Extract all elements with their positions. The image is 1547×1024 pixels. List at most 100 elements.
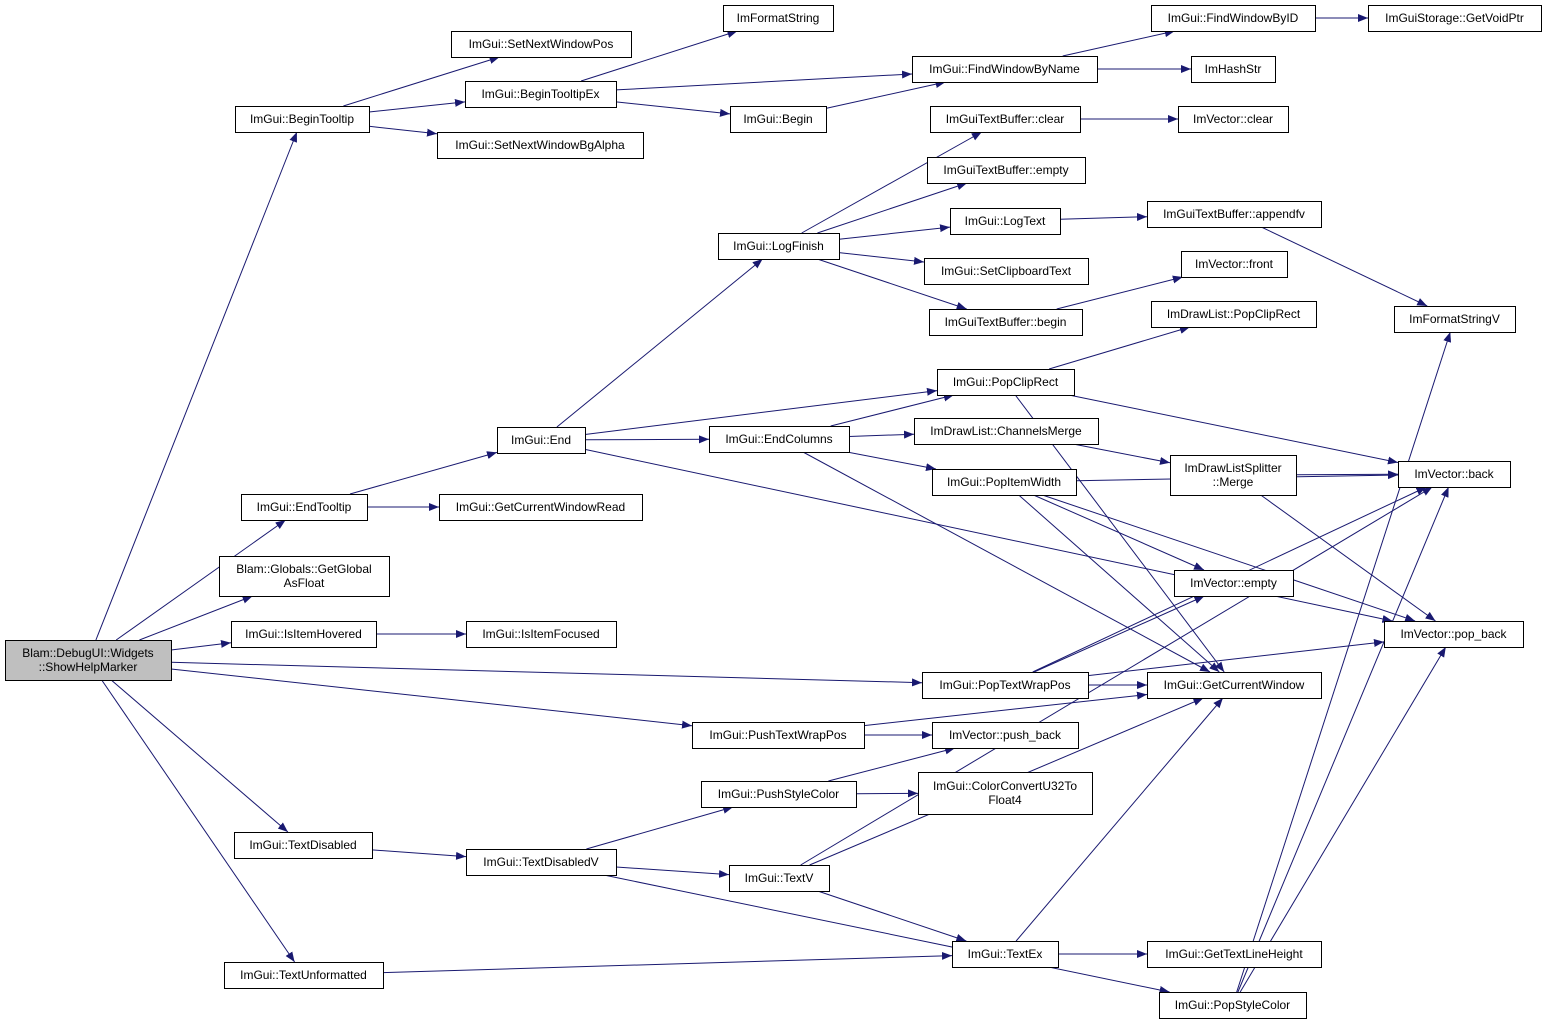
node-SetNextWindowBgAlpha[interactable]: ImGui::SetNextWindowBgAlpha — [437, 132, 644, 159]
node-label: ImGuiTextBuffer::empty — [943, 163, 1068, 177]
node-label: ImVector::front — [1195, 257, 1274, 271]
node-Vempty[interactable]: ImVector::empty — [1174, 570, 1294, 597]
edge-line — [1059, 213, 1148, 221]
node-box — [1147, 941, 1322, 968]
edge-line — [584, 435, 710, 444]
node-TBclear[interactable]: ImGuiTextBuffer::clear — [930, 106, 1081, 133]
node-label: ImGui::PopTextWrapPos — [939, 678, 1070, 692]
node-label: ImGui::GetTextLineHeight — [1165, 947, 1303, 961]
node-ImFormatString[interactable]: ImFormatString — [723, 5, 834, 32]
node-BeginTooltipEx[interactable]: ImGui::BeginTooltipEx — [465, 81, 617, 108]
node-TBbegin[interactable]: ImGuiTextBuffer::begin — [929, 309, 1083, 336]
edge-LogText-to-appendfv — [1059, 213, 1148, 221]
node-PushTextWrapPos[interactable]: ImGui::PushTextWrapPos — [692, 722, 865, 749]
edge-line — [846, 451, 937, 472]
node-PushStyleColor[interactable]: ImGui::PushStyleColor — [701, 781, 857, 808]
node-EndColumns[interactable]: ImGui::EndColumns — [709, 426, 850, 453]
node-Begin[interactable]: ImGui::Begin — [730, 106, 827, 133]
node-IsItemFocused[interactable]: ImGui::IsItemFocused — [466, 621, 617, 648]
node-PopItemWidth[interactable]: ImGui::PopItemWidth — [932, 469, 1077, 496]
node-label: ::Merge — [1213, 475, 1254, 489]
node-DLPopClipRect[interactable]: ImDrawList::PopClipRect — [1151, 301, 1317, 328]
node-label: ImGui::TextEx — [968, 947, 1043, 961]
node-label: ImFormatStringV — [1409, 312, 1500, 326]
node-GetTextLineHeight[interactable]: ImGui::GetTextLineHeight — [1147, 941, 1322, 968]
node-push_back[interactable]: ImVector::push_back — [932, 722, 1079, 749]
edge-LogFinish-to-TBempty — [817, 182, 968, 234]
node-box — [219, 556, 390, 597]
node-TextDisabled[interactable]: ImGui::TextDisabled — [234, 832, 373, 859]
node-root[interactable]: Blam::DebugUI::Widgets::ShowHelpMarker — [5, 640, 172, 681]
node-box — [1181, 251, 1288, 278]
node-ImFormatStringV[interactable]: ImFormatStringV — [1394, 306, 1516, 333]
node-box — [918, 772, 1093, 815]
edge-TextUnformatted-to-TextEx — [382, 951, 953, 974]
node-pop_back[interactable]: ImVector::pop_back — [1384, 621, 1524, 648]
node-TBempty[interactable]: ImGuiTextBuffer::empty — [927, 157, 1086, 184]
node-box — [937, 369, 1075, 396]
node-BeginTooltip[interactable]: ImGui::BeginTooltip — [235, 106, 370, 133]
node-box — [497, 427, 586, 454]
edge-line — [139, 595, 253, 641]
nodes-layer: Blam::DebugUI::Widgets::ShowHelpMarkerIm… — [5, 5, 1542, 1019]
node-LogText[interactable]: ImGui::LogText — [950, 208, 1061, 235]
node-EndTooltip[interactable]: ImGui::EndTooltip — [241, 494, 368, 521]
node-GetVoidPtr[interactable]: ImGuiStorage::GetVoidPtr — [1368, 5, 1542, 32]
node-label: ImGui::LogFinish — [733, 239, 824, 253]
node-box — [1398, 461, 1511, 488]
edge-line — [800, 486, 1433, 866]
node-TextEx[interactable]: ImGui::TextEx — [952, 941, 1059, 968]
edge-line — [95, 131, 298, 641]
node-GetCurrentWindow[interactable]: ImGui::GetCurrentWindow — [1147, 672, 1322, 699]
node-box — [1191, 56, 1276, 83]
node-IsItemHovered[interactable]: ImGui::IsItemHovered — [231, 621, 377, 648]
node-label: ImDrawList::PopClipRect — [1167, 307, 1301, 321]
edge-line — [615, 70, 913, 91]
node-TextV[interactable]: ImGui::TextV — [729, 865, 830, 892]
node-End[interactable]: ImGui::End — [497, 427, 586, 454]
node-PopClipRect[interactable]: ImGui::PopClipRect — [937, 369, 1075, 396]
node-label: ImGuiTextBuffer::appendfv — [1163, 207, 1305, 221]
node-FindWindowByName[interactable]: ImGui::FindWindowByName — [912, 56, 1098, 83]
node-LogFinish[interactable]: ImGui::LogFinish — [718, 233, 840, 260]
edge-line — [170, 661, 923, 687]
node-FindWindowByID[interactable]: ImGui::FindWindowByID — [1151, 5, 1316, 32]
edge-TextDisabledV-to-TextV — [615, 866, 730, 878]
edge-PopClipRect-to-DLPopClipRect — [1048, 326, 1191, 370]
node-back[interactable]: ImVector::back — [1398, 461, 1511, 488]
node-PopStyleColor[interactable]: ImGui::PopStyleColor — [1159, 992, 1307, 1019]
node-appendfv[interactable]: ImGuiTextBuffer::appendfv — [1147, 201, 1322, 228]
node-SetClipboardText[interactable]: ImGui::SetClipboardText — [924, 258, 1089, 285]
edge-line — [1015, 697, 1224, 942]
node-ImHashStr[interactable]: ImHashStr — [1191, 56, 1276, 83]
node-TextDisabledV[interactable]: ImGui::TextDisabledV — [466, 849, 617, 876]
node-label: ImGui::EndColumns — [725, 432, 832, 446]
node-label: Blam::Globals::GetGlobal — [236, 562, 371, 576]
edge-line — [838, 224, 951, 240]
edge-EndColumns-to-GetCurrentWindow — [802, 451, 1211, 673]
node-label: ::ShowHelpMarker — [39, 660, 138, 674]
edge-TextV-to-TextEx — [817, 890, 967, 942]
node-PopTextWrapPos[interactable]: ImGui::PopTextWrapPos — [922, 672, 1089, 699]
node-box — [950, 208, 1061, 235]
edge-BeginTooltipEx-to-ImFormatString — [580, 30, 738, 82]
node-TextUnformatted[interactable]: ImGui::TextUnformatted — [224, 962, 384, 989]
node-Merge[interactable]: ImDrawListSplitter::Merge — [1170, 455, 1297, 496]
edge-line — [110, 679, 289, 833]
edge-line — [1261, 226, 1428, 307]
node-SetNextWindowPos[interactable]: ImGui::SetNextWindowPos — [451, 31, 632, 58]
node-label: Blam::DebugUI::Widgets — [22, 646, 153, 660]
edge-line — [1042, 494, 1416, 622]
edge-line — [580, 30, 738, 82]
edge-root-to-PopTextWrapPos — [170, 661, 923, 687]
edge-PopStyleColor-to-back — [1237, 486, 1450, 993]
node-front[interactable]: ImVector::front — [1181, 251, 1288, 278]
edge-line — [1236, 331, 1452, 993]
node-Vclear[interactable]: ImVector::clear — [1178, 106, 1289, 133]
node-ChannelsMerge[interactable]: ImDrawList::ChannelsMerge — [914, 418, 1099, 445]
node-box — [730, 106, 827, 133]
node-GetCurrentWindowRead[interactable]: ImGui::GetCurrentWindowRead — [439, 494, 643, 521]
